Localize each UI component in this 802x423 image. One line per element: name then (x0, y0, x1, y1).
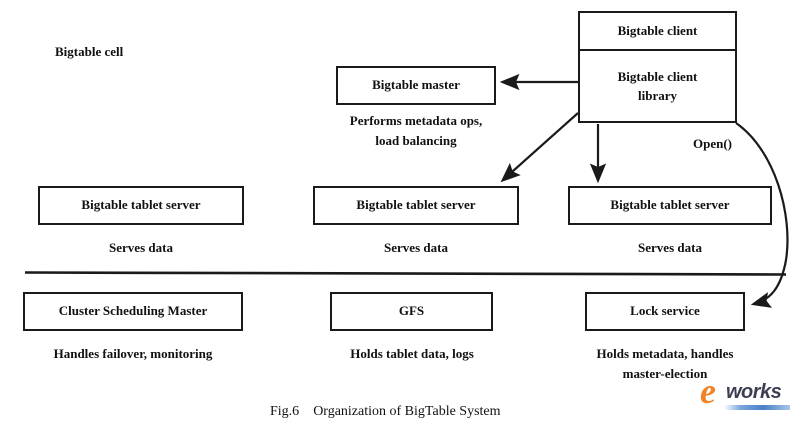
figure-number: Fig.6 (270, 404, 300, 419)
edge-label-open-call: Open() (693, 136, 732, 151)
eworks-logo: e works (700, 371, 792, 414)
node-tablet-server-middle[interactable]: Bigtable tablet server (313, 186, 519, 225)
client-library-line-1: Bigtable client (617, 68, 698, 84)
eworks-logo-mark: e (700, 371, 716, 411)
caption-tablet-server-left: Serves data (109, 240, 173, 255)
node-bigtable-client[interactable]: Bigtable client Bigtable client library (578, 11, 737, 123)
caption-gfs: Holds tablet data, logs (350, 346, 474, 361)
node-gfs[interactable]: GFS (330, 292, 493, 331)
caption-lock-service: Holds metadata, handles master-election (596, 346, 734, 381)
caption-bigtable-master: Performs metadata ops, load balancing (349, 113, 483, 148)
edge-client-to-tablet-middle (500, 112, 579, 183)
eworks-logo-word: works (726, 381, 782, 403)
figure-title: Organization of BigTable System (313, 404, 501, 419)
node-lock-service[interactable]: Lock service (585, 292, 745, 331)
node-tablet-server-right[interactable]: Bigtable tablet server (568, 186, 772, 225)
caption-tablet-server-right: Serves data (638, 240, 702, 255)
node-tablet-server-left[interactable]: Bigtable tablet server (38, 186, 244, 225)
caption-tablet-server-middle: Serves data (384, 240, 448, 255)
figure-caption: Fig.6 Organization of BigTable System (256, 388, 501, 423)
eworks-logo-bar (724, 405, 790, 410)
node-bigtable-client-library: Bigtable client library (580, 51, 735, 121)
tier-divider-line (24, 271, 787, 276)
client-library-line-2: library (638, 88, 677, 103)
node-bigtable-client-title: Bigtable client (580, 13, 735, 51)
node-bigtable-master[interactable]: Bigtable master (336, 66, 496, 105)
node-cluster-scheduling-master[interactable]: Cluster Scheduling Master (23, 292, 243, 331)
bigtable-cell-label: Bigtable cell (55, 44, 124, 59)
caption-cluster-scheduling-master: Handles failover, monitoring (53, 346, 213, 361)
